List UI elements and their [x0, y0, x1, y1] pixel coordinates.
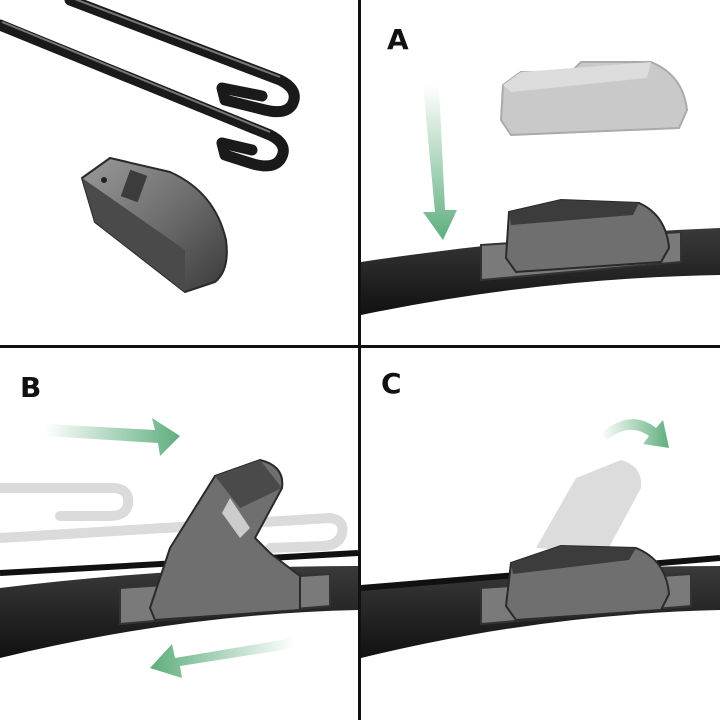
ghost-tilted-adapter: [536, 460, 642, 553]
mounted-adapter: [504, 198, 671, 274]
wiper-arm-hook: [0, 0, 300, 172]
panel-top-left: [0, 0, 358, 345]
down-arrow-icon: [423, 85, 457, 240]
adapter-clip: [80, 156, 228, 294]
right-arrow-icon: [45, 418, 180, 456]
tilted-adapter: [148, 458, 301, 622]
panel-bottom-left: B: [0, 348, 358, 720]
horizontal-divider: [0, 345, 720, 348]
locked-adapter: [504, 544, 671, 622]
floating-adapter: [499, 61, 689, 137]
left-arrow-icon: [150, 638, 295, 678]
step-label-c: C: [381, 367, 402, 400]
ghost-arm-hooks: [0, 483, 348, 553]
step-label-a: A: [387, 23, 409, 56]
vertical-divider: [358, 0, 361, 720]
top-left-illustration: [0, 0, 300, 294]
panel-bottom-right: C: [361, 348, 720, 720]
top-right-illustration: [361, 61, 720, 315]
curved-arrow-icon: [601, 419, 669, 448]
bottom-left-illustration: [0, 418, 358, 678]
bottom-right-illustration: [361, 419, 720, 658]
panel-top-right: A: [361, 0, 720, 345]
step-label-b: B: [20, 371, 42, 404]
